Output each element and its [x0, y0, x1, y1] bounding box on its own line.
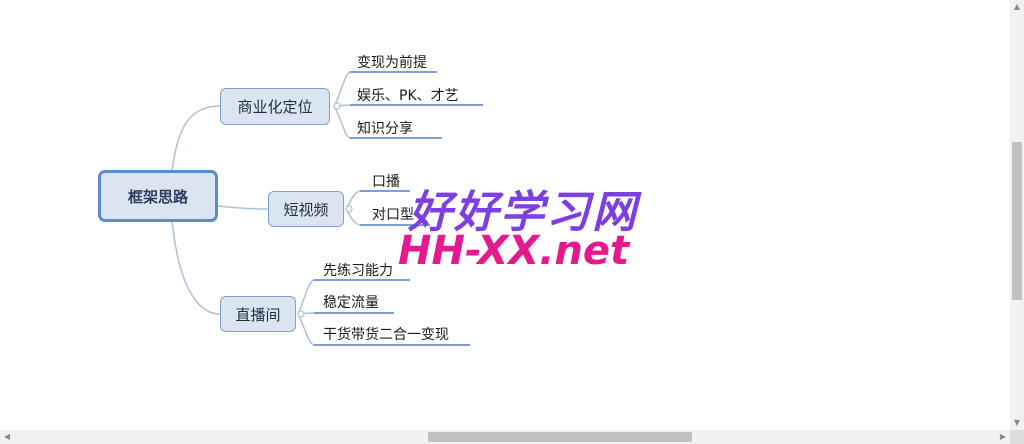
branch-node-2[interactable]: 短视频 [268, 191, 344, 227]
leaf-node[interactable]: 娱乐、PK、才艺 [357, 85, 459, 105]
collapse-dot-b1 [333, 102, 341, 110]
horizontal-scrollbar[interactable]: ◀ ▶ [0, 430, 1010, 444]
leaf-node-label: 先练习能力 [323, 263, 393, 279]
branch-node-1-label: 商业化定位 [237, 98, 313, 116]
root-node[interactable]: 框架思路 [98, 170, 218, 222]
mindmap-canvas[interactable]: 框架思路 商业化定位 短视频 直播间 变现为前提 娱乐、PK、才艺 知识分享 口… [0, 0, 1010, 430]
leaf-node[interactable]: 稳定流量 [323, 292, 379, 312]
leaf-node-label: 知识分享 [357, 121, 413, 137]
link-b3-leaf-1 [297, 279, 410, 315]
scroll-up-arrow-icon[interactable]: ▲ [1013, 2, 1021, 11]
root-node-label: 框架思路 [127, 187, 188, 206]
link-root-branch-2 [217, 205, 269, 210]
leaf-node-label: 对口型 [372, 207, 414, 223]
branch-node-1[interactable]: 商业化定位 [220, 88, 330, 125]
horizontal-scroll-thumb[interactable] [428, 432, 692, 442]
vertical-scrollbar[interactable]: ▲ ▼ [1010, 0, 1024, 430]
leaf-node-label: 娱乐、PK、才艺 [357, 88, 459, 104]
collapse-dot-b3 [297, 310, 305, 318]
leaf-node[interactable]: 口播 [372, 171, 400, 191]
leaf-node-label: 稳定流量 [323, 295, 379, 311]
leaf-node-label: 口播 [372, 174, 400, 190]
collapse-dot-b2 [345, 205, 353, 213]
scroll-down-arrow-icon[interactable]: ▼ [1013, 418, 1021, 427]
connector-lines [171, 71, 483, 346]
leaf-node[interactable]: 对口型 [372, 204, 414, 224]
leaf-node[interactable]: 先练习能力 [323, 260, 393, 280]
leaf-node-label: 变现为前提 [357, 55, 427, 71]
leaf-node-label: 干货带货二合一变现 [323, 327, 449, 343]
branch-node-2-label: 短视频 [283, 200, 329, 219]
vertical-scroll-thumb[interactable] [1012, 142, 1022, 300]
link-b3-leaf-3 [297, 313, 470, 346]
link-root-branch-1 [171, 105, 221, 173]
scroll-right-arrow-icon[interactable]: ▶ [999, 432, 1007, 441]
link-root-branch-3 [171, 219, 221, 315]
branch-node-3[interactable]: 直播间 [220, 296, 296, 332]
leaf-node[interactable]: 知识分享 [357, 118, 413, 138]
scrollbar-corner [1010, 430, 1024, 444]
link-b1-leaf-3 [333, 105, 442, 139]
link-b1-leaf-1 [333, 71, 437, 107]
scroll-left-arrow-icon[interactable]: ◀ [3, 432, 11, 441]
branch-node-3-label: 直播间 [235, 305, 281, 324]
leaf-node[interactable]: 干货带货二合一变现 [323, 324, 449, 344]
leaf-node[interactable]: 变现为前提 [357, 52, 427, 72]
